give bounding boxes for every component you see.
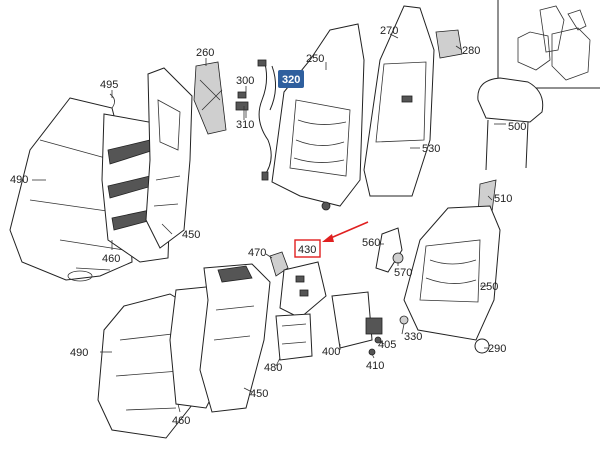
label-560: 560 bbox=[362, 237, 380, 249]
label-405: 405 bbox=[378, 339, 396, 351]
fastener-330 bbox=[399, 315, 409, 325]
label-460-lower: 460 bbox=[172, 415, 190, 427]
board-400 bbox=[331, 291, 383, 349]
inset-thumbnail bbox=[497, 0, 600, 89]
screw-405 bbox=[374, 336, 382, 344]
label-400: 400 bbox=[322, 346, 340, 358]
label-290: 290 bbox=[488, 343, 506, 355]
backrest-frame-upper bbox=[271, 23, 365, 211]
wiring-harness bbox=[257, 59, 276, 181]
label-300: 300 bbox=[236, 75, 254, 87]
label-450-upper: 450 bbox=[182, 229, 200, 241]
label-410: 410 bbox=[366, 360, 384, 372]
bracket-part bbox=[193, 61, 227, 135]
label-495: 495 bbox=[100, 79, 118, 91]
label-280: 280 bbox=[462, 45, 480, 57]
label-310: 310 bbox=[236, 119, 254, 131]
label-530: 530 bbox=[422, 143, 440, 155]
connector-parts bbox=[235, 91, 249, 120]
label-320: 320 bbox=[282, 74, 300, 86]
screw-410 bbox=[368, 348, 376, 356]
label-250-upper: 250 bbox=[306, 53, 324, 65]
label-460-upper: 460 bbox=[102, 253, 120, 265]
label-470: 470 bbox=[248, 247, 266, 259]
part-labels: 495 490 460 450 260 300 310 320 250 270 … bbox=[10, 25, 526, 427]
label-270: 270 bbox=[380, 25, 398, 37]
label-250-lower: 250 bbox=[480, 281, 498, 293]
leader-lines bbox=[32, 33, 506, 413]
badge-320 bbox=[278, 70, 304, 88]
backrest-frame-lower bbox=[403, 205, 501, 341]
label-260: 260 bbox=[196, 47, 214, 59]
rear-panel bbox=[363, 5, 435, 197]
side-shell-upper bbox=[145, 67, 193, 249]
label-490-lower: 490 bbox=[70, 347, 88, 359]
label-500: 500 bbox=[508, 121, 526, 133]
control-panel-430 bbox=[279, 261, 327, 319]
label-430: 430 bbox=[298, 244, 316, 256]
knob-part bbox=[392, 252, 404, 264]
callout-box-430 bbox=[294, 239, 321, 258]
label-490-upper: 490 bbox=[10, 174, 28, 186]
label-570: 570 bbox=[394, 267, 412, 279]
panel-480 bbox=[275, 313, 313, 361]
headrest bbox=[477, 77, 544, 171]
label-330: 330 bbox=[404, 331, 422, 343]
small-panel bbox=[435, 29, 463, 59]
callout-arrow bbox=[322, 221, 369, 242]
cap-290 bbox=[474, 338, 490, 354]
label-510: 510 bbox=[494, 193, 512, 205]
side-shell-lower bbox=[199, 263, 271, 413]
label-450-lower: 450 bbox=[250, 388, 268, 400]
clip-part bbox=[109, 93, 115, 109]
label-480: 480 bbox=[264, 362, 282, 374]
